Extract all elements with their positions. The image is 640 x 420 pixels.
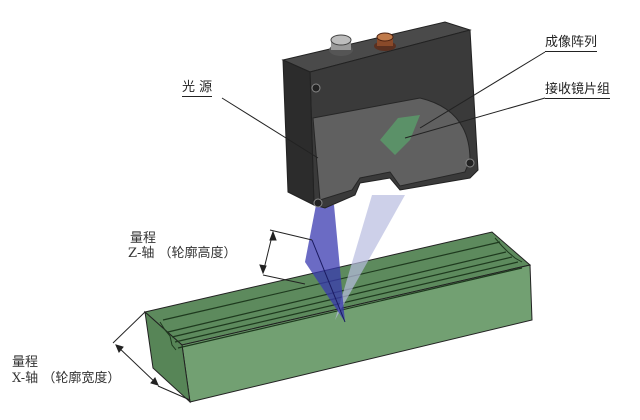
sensor-housing <box>281 21 479 209</box>
laser-center-line <box>311 239 346 323</box>
screw-icon <box>313 198 323 208</box>
leader-lines <box>221 51 546 159</box>
sensor-side-face <box>282 59 315 206</box>
label-z-range-axis: Z-轴 （轮廓高度） <box>128 246 237 261</box>
connector-right <box>374 32 396 51</box>
label-light-source: 光 源 <box>182 80 213 97</box>
connector-left <box>329 34 353 56</box>
x-axis-dimension <box>112 311 191 401</box>
reflected-beam <box>335 195 405 320</box>
label-receiving-lens: 接收镜片组 <box>545 82 611 99</box>
screw-icon <box>311 83 321 93</box>
block-end-face <box>144 310 191 404</box>
groove-profile <box>159 321 177 351</box>
label-z-range-title: 量程 <box>130 231 157 246</box>
z-axis-dimension <box>259 229 313 285</box>
screw-icon <box>465 158 475 168</box>
receiving-lens-element <box>380 115 420 155</box>
label-x-range-axis: X-轴 （轮廓宽度） <box>12 371 121 386</box>
groove-profile-end <box>494 237 523 263</box>
label-imaging-array: 成像阵列 <box>545 35 598 52</box>
laser-beam <box>305 205 345 322</box>
label-x-range-title: 量程 <box>12 355 39 370</box>
